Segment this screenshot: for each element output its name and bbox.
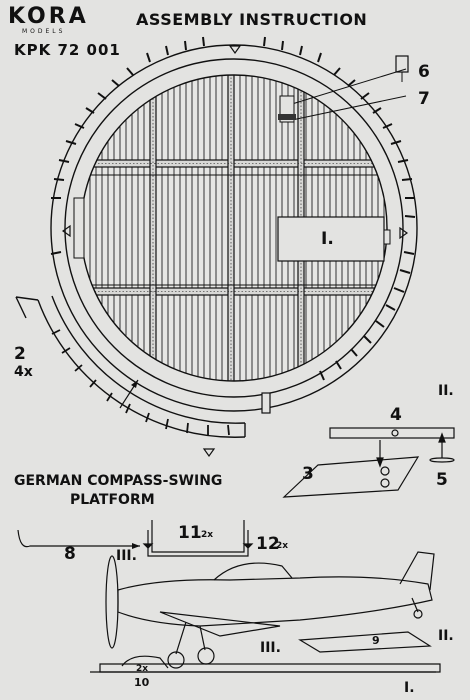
bracket-part11 [142,520,254,557]
part-label-5: 5 [436,470,448,490]
product-code: KPK 72 001 [14,41,121,59]
part-label-2: 2 [14,344,26,364]
parts-3-4-5 [282,427,455,498]
subject-line-1: GERMAN COMPASS-SWING [14,473,223,489]
part-label-10: 10 [134,676,150,689]
aircraft-drawing [105,551,435,669]
part-label-12: 12 [256,534,280,554]
grating-disc [81,75,387,381]
part-label-3: 3 [302,464,314,484]
step-label-I: I. [404,680,415,696]
subject-heading: GERMAN COMPASS-SWING PLATFORM [14,472,222,510]
part-label-7: 7 [418,89,430,109]
part-label-9: 9 [372,634,380,647]
part-label-1: I. [321,229,334,249]
part-qty-2: 4x [14,364,33,380]
brand-logo: KORA [8,4,89,29]
page-title: ASSEMBLY INSTRUCTION [136,10,368,29]
step-label-III-b: III. [260,640,281,656]
platform-ring [50,44,418,412]
part-label-11: 11 [178,523,202,543]
part-label-4: 4 [390,405,402,425]
step-label-III-a: III. [116,548,137,564]
step-label-II-bottom: II. [438,628,454,644]
subject-line-2: PLATFORM [70,492,155,508]
brand-subtitle: MODELS [22,28,66,35]
step-label-II-top: II. [438,383,454,399]
part-qty-12: 2x [276,541,289,551]
part-qty-10: 2x [136,664,149,674]
part-qty-11: 2x [201,530,214,540]
part-label-8: 8 [64,544,76,564]
part-label-6: 6 [418,62,430,82]
